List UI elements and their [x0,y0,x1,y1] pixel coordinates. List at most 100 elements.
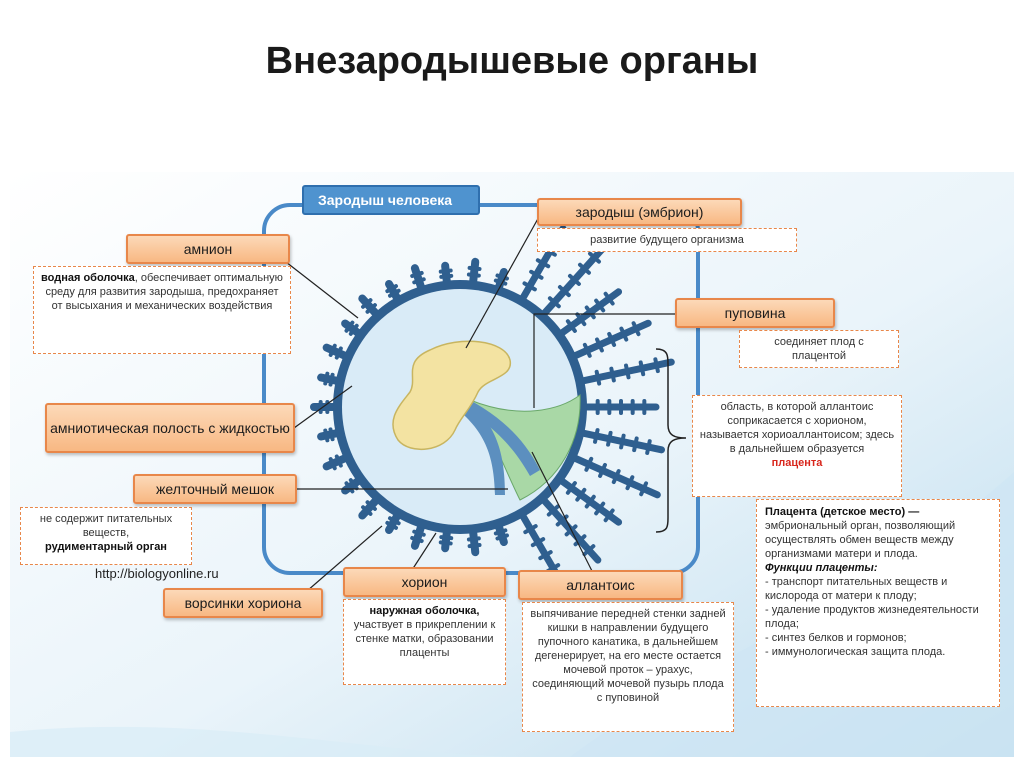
chorion-villus-branch [328,372,335,387]
chorion-villus-branch [557,285,571,298]
chorion-villus-branch [575,487,587,502]
chorion-villus-branch [603,291,615,306]
chorion-villus-branch [594,298,606,313]
chorion-villus [494,522,508,547]
placenta-text: эмбриональный орган, позволяющий осущест… [765,520,956,560]
desc-chorioallantois-text: область, в которой аллантоис соприкасает… [699,401,895,455]
chorion-villus-branch [523,524,538,535]
chorion-villus-branch [361,505,373,516]
placenta-title: Плацента (детское место) — [765,506,920,518]
chorion-villus-branch [467,265,482,271]
label-allantois: аллантоис [518,570,683,600]
chorion-villus-branch [522,281,537,292]
chorion-villus-branch [584,305,596,320]
placenta-function-item: - иммунологическая защита плода. [765,646,946,658]
chorion-villus-branch [565,319,577,333]
chorion-villus [410,264,426,292]
desc-yolk-plain: не содержит питательных веществ, [39,513,173,539]
label-embryo: зародыш (эмбрион) [537,198,742,226]
chorion-villus-branch [609,366,616,383]
chorion-villus-branch [584,494,596,509]
chorion-villus-branch [535,258,551,269]
placenta-brace [655,348,687,533]
desc-amnion: водная оболочка, обеспечивает оптимальну… [33,266,291,354]
chorion-villus-branch [529,269,544,280]
chorion-villus-branch [611,469,621,485]
placenta-functions-title: Функции плаценты: [765,562,878,574]
desc-cord: соединяет плод с плацентой [739,330,899,368]
chorion-villus-branch [624,363,631,380]
chorion-villus-branch [438,540,453,546]
chorion-villus-branch [573,534,587,547]
label-chorion-villi: ворсинки хориона [163,588,323,618]
chorion-villus-branch [584,456,594,472]
chorion-villus-branch [582,342,592,358]
chorion-villus-branch [575,312,587,327]
placenta-function-item: - транспорт питательных веществ и кислор… [765,576,948,602]
chorion-villus [494,267,508,292]
placenta-function-item: - синтез белков и гормонов; [765,632,907,644]
chorion-villus-branch [323,371,330,386]
chorion-villus-branch [410,535,424,544]
chorion-villus [317,429,341,441]
chorion-villus [469,257,480,286]
desc-amnion-bold: водная оболочка [41,272,135,284]
source-url: http://biologyonline.ru [95,566,219,581]
desc-yolk-sac: не содержит питательных веществ,рудимент… [20,507,192,565]
chorion-villus-branch [493,278,508,286]
chorion-villus-branch [598,462,607,478]
chorion-villus-branch [439,273,454,279]
desc-embryo: развитие будущего организма [537,228,797,252]
chorion-villus [385,512,401,534]
chorion-villus-branch [593,428,600,444]
label-chorion: хорион [343,567,506,597]
chorion-villus-branch [328,343,337,357]
chorion-villus-branch [323,428,330,443]
leader-lines [285,214,676,605]
desc-chorion-bold: наружная оболочка, [369,605,480,617]
chorion-villus-branch [365,500,377,511]
chorion-villus [322,343,349,360]
chorion-villus-branch [645,439,652,455]
chorion-villus-branch [638,360,646,377]
chorion-villus-branch [361,298,373,309]
chorion-villus-branch [344,320,355,333]
desc-allantois: выпячивание передней стенки задней кишки… [522,602,734,732]
chorion-villus-branch [594,369,602,386]
chorion-villus-branch [334,454,343,468]
chorion-villus-branch [466,536,481,542]
chorion-villus-branch [530,537,546,548]
chorion-villus-branch [582,544,596,557]
chorion-villus-branch [603,508,615,523]
chorion-villus [358,294,380,318]
chorion-villus-branch [385,284,398,294]
frame-title: Зародыш человека [302,185,480,215]
label-yolk-sac: желточный мешок [133,474,297,504]
chorion-villus-branch [577,262,591,275]
label-cord: пуповина [675,298,835,328]
chorion-villus-branch [493,528,508,536]
chorion-villus-branch [546,504,560,517]
chorion-villus-branch [328,457,337,471]
desc-amnion-text: , обеспечивает оптимальную среду для раз… [45,272,283,312]
chorion-villus [469,528,480,557]
chorion-villus-branch [385,520,398,530]
chorion-villus-branch [595,337,604,353]
desc-chorioallantois-placenta: плацента [771,457,823,469]
slide-title: Внезародышевые органы [265,40,759,82]
chorion-villus-branch [606,430,613,447]
label-amnion: амнион [126,234,290,264]
chorion-villus-branch [567,273,581,286]
chorion-villus-branch [565,481,577,495]
chorion-villus-branch [348,323,359,336]
chorion-villus-branch [607,332,617,347]
chorion-villus-branch [388,288,401,298]
label-amniotic-cavity: амниотическая полость с жидкостью [45,403,295,453]
chorion-villus-branch [547,296,561,309]
desc-chorion-text: участвует в прикреплении к стенке матки,… [353,619,496,659]
chorion-villus-branch [631,321,641,337]
desc-chorioallantois: область, в которой аллантоис соприкасает… [692,395,902,497]
desc-placenta: Плацента (детское место) — эмбриональный… [756,499,1000,707]
chorion-villus-branch [653,357,660,374]
